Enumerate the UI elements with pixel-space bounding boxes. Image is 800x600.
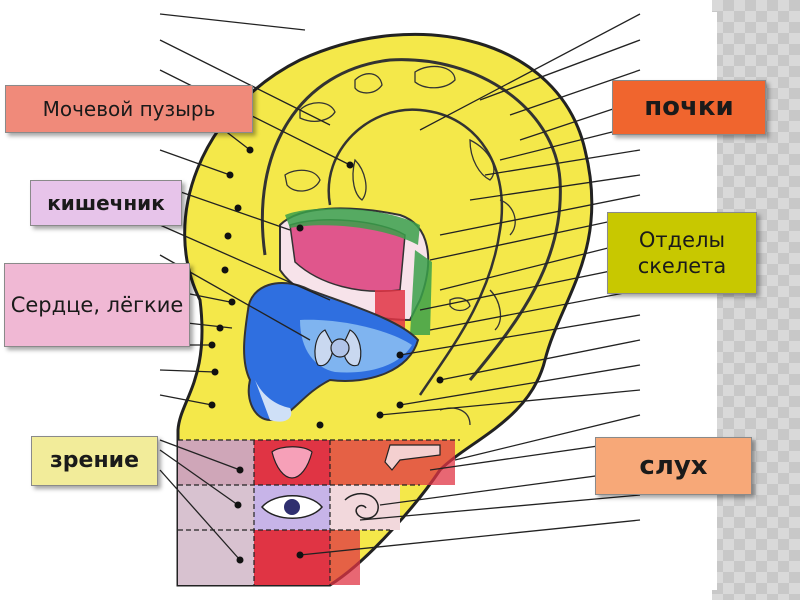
label-bladder-text: Мочевой пузырь <box>43 97 216 122</box>
heart-lungs-text: Сердце, лёгкие <box>11 292 184 318</box>
label-heart-lungs: Сердце, лёгкие <box>4 263 190 347</box>
label-intestine: кишечник <box>30 180 182 226</box>
label-hearing: слух <box>595 437 752 495</box>
label-kidneys: почки <box>612 80 766 135</box>
intestine-text: кишечник <box>47 191 165 216</box>
hearing-text: слух <box>639 450 707 483</box>
label-skeleton: Отделы скелета <box>607 212 757 294</box>
vision-text: зрение <box>50 447 139 475</box>
label-bladder: Мочевой пузырь <box>5 85 253 133</box>
skeleton-text: Отделы скелета <box>608 227 756 280</box>
kidneys-text: почки <box>644 91 734 124</box>
label-vision: зрение <box>31 436 158 486</box>
bladder-text: Мочевой пузырь <box>43 97 216 121</box>
